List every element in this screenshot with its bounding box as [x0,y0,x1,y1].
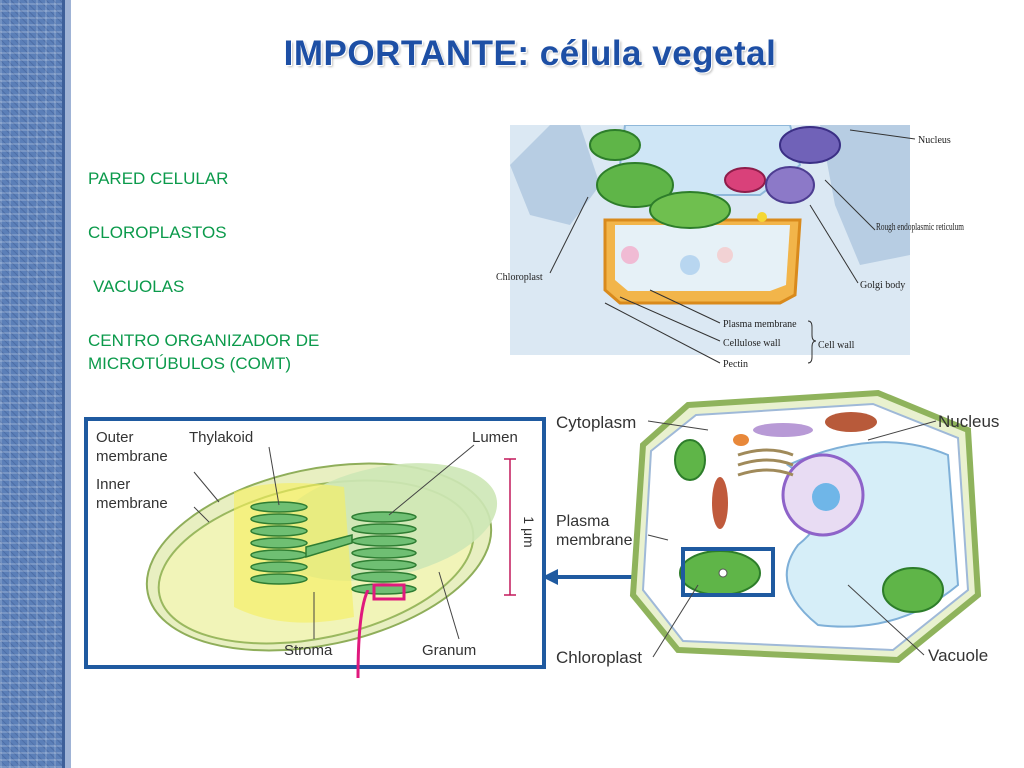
label-thylakoid: Thylakoid [189,429,253,446]
label-lumen: Lumen [472,429,518,446]
label-outer-membrane-1: Outer [96,429,134,446]
label-plasma-membrane-cell-1: Plasma [556,513,609,530]
chloroplast-detail-diagram: Outer membrane Inner membrane Thylakoid … [84,417,546,669]
label-plasma-membrane-top: Plasma membrane [723,319,797,330]
label-inner-membrane-2: membrane [96,495,168,512]
label-plasma-membrane-cell-2: membrane [556,532,633,549]
label-pectin: Pectin [723,359,748,370]
decorative-side-strip [0,0,71,768]
label-vacuole: Vacuole [928,646,988,665]
label-nucleus: Nucleus [918,135,951,146]
label-nucleus-cell: Nucleus [938,412,999,431]
label-golgi-body: Golgi body [860,280,905,291]
label-cellulose-wall: Cellulose wall [723,338,781,349]
connector-lines [356,590,370,679]
term-comt: CENTRO ORGANIZADOR DE MICROTÚBULOS (COMT… [88,331,320,373]
label-inner-membrane-1: Inner [96,476,130,493]
term-pared-celular: PARED CELULAR [88,169,229,188]
label-outer-membrane-2: membrane [96,448,168,465]
term-cloroplastos: CLOROPLASTOS [88,223,227,242]
term-vacuolas: VACUOLAS [93,277,185,296]
label-granum: Granum [422,642,476,659]
label-scale: 1 μm [521,516,537,547]
label-stroma: Stroma [284,642,333,659]
label-cell-wall: Cell wall [818,340,855,351]
label-chloroplast-cell: Chloroplast [556,648,642,667]
label-chloroplast-top: Chloroplast [496,272,543,283]
page-title: IMPORTANTE: célula vegetal [283,34,777,73]
term-list: PARED CELULAR CLOROPLASTOS VACUOLAS CENT… [88,167,388,406]
label-cytoplasm: Cytoplasm [556,413,636,432]
cell-wall-diagram: Nucleus Rough endoplasmic reticulum Golg… [496,125,964,370]
plant-cell-diagram: Cytoplasm Nucleus Plasma membrane Chloro… [556,389,999,667]
label-rough-er: Rough endoplasmic reticulum [876,222,964,233]
